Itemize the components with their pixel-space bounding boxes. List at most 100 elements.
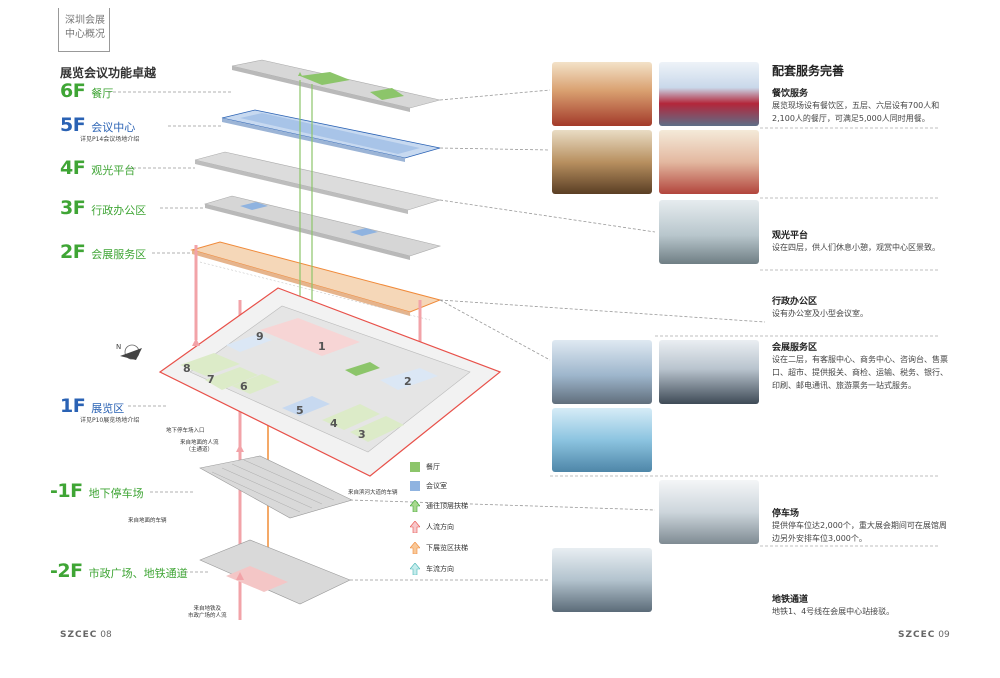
footer-left-brand: SZCEC: [60, 630, 98, 640]
legend-people-flow: 人流方向: [410, 521, 468, 533]
restaurant-swatch: [410, 462, 420, 472]
callout-binhe-vehicles: 来自滨河大道的车辆: [348, 490, 398, 496]
floor-3f-label: 行政办公区: [91, 204, 147, 217]
dining-hall-photo: [552, 62, 652, 126]
footer-left: SZCEC 08: [60, 630, 112, 640]
service-parking-title: 停车场: [772, 509, 800, 519]
floor-4f-num: 4F: [60, 157, 86, 179]
footer-left-page: 08: [100, 630, 112, 640]
service-admin-title: 行政办公区: [772, 297, 818, 307]
slab-6f: [231, 59, 441, 112]
footer-right-brand: SZCEC: [898, 630, 936, 640]
service-expo-text: 设在二层，有客服中心、商务中心、咨询台、售票口、超市、提供报关、商检、运输、税务…: [772, 355, 948, 390]
service-lobby-photo: [552, 340, 652, 404]
legend-vehicle-flow-label: 车流方向: [426, 565, 454, 573]
hall-numbers: 1 2 3 4 5 6 7 8 9: [183, 330, 412, 441]
callout-ground-vehicles: 来自地面的车辆: [128, 518, 167, 524]
floor-4f-label: 观光平台: [91, 164, 136, 177]
legend-meeting: 会议室: [410, 481, 468, 491]
callout-metro-people: 来自地铁及 市政广场的人流: [188, 606, 227, 620]
callout-ground-people-line1: 来自地面的人流: [180, 440, 219, 446]
floor-5f-label: 会议中心: [91, 121, 136, 134]
leader-lines: [108, 91, 232, 573]
service-expo: 会展服务区 设在二层，有客服中心、商务中心、咨询台、售票口、超市、提供报关、商检…: [772, 340, 952, 392]
service-metro-text: 地铁1、4号线在会展中心站接驳。: [772, 607, 895, 616]
floor-3f-num: 3F: [60, 197, 86, 219]
observation-deck-photo: [659, 200, 759, 264]
meeting-room-photo: [552, 130, 652, 194]
slab-b1: [199, 455, 353, 519]
service-dining: 餐饮服务 展览现场设有餐饮区，五层、六层设有700人和2,100人的餐厅，可满足…: [772, 86, 952, 125]
right-dividers: [550, 127, 940, 547]
green-arrow-icon: [410, 500, 420, 512]
floor-2f-label: 会展服务区: [91, 248, 147, 261]
right-leader-lines: [349, 89, 766, 581]
floor-b1-num: -1F: [50, 480, 83, 502]
floor-b2-label: 市政广场、地铁通道: [88, 567, 188, 580]
right-page-title: 配套服务完善: [772, 64, 845, 78]
corner-tag-line1: 深圳会展: [65, 15, 105, 26]
service-metro-title: 地铁通道: [772, 595, 809, 605]
pink-arrow-icon: [410, 521, 420, 533]
service-observation-title: 观光平台: [772, 231, 809, 241]
floor-6f-num: 6F: [60, 80, 86, 102]
service-expo-title: 会展服务区: [772, 343, 818, 353]
footer-right: SZCEC 09: [898, 630, 950, 640]
slab-1f: [158, 287, 502, 477]
callout-metro-people-line2: 市政广场的人流: [188, 613, 227, 619]
parking-photo: [659, 480, 759, 544]
floor-1f-sub: 详见P10展览场地介绍: [80, 417, 140, 424]
callout-parking-entry: 地下停车场入口: [166, 428, 205, 434]
metro-passage-photo: [552, 548, 652, 612]
svg-text:N: N: [116, 343, 121, 351]
service-metro: 地铁通道 地铁1、4号线在会展中心站接驳。: [772, 592, 952, 618]
floor-b1: -1F 地下停车场: [50, 480, 144, 502]
service-dining-title: 餐饮服务: [772, 89, 809, 99]
service-dining-text: 展览现场设有餐饮区，五层、六层设有700人和2,100人的餐厅，可满足5,000…: [772, 101, 940, 123]
callout-ground-people-line2: （主通道）: [185, 447, 214, 453]
floor-3f: 3F 行政办公区: [60, 197, 146, 219]
legend-vehicle-flow: 车流方向: [410, 563, 468, 575]
legend-top-escalator-label: 通往顶层扶梯: [426, 502, 468, 510]
corner-tag: 深圳会展 中心概况: [58, 8, 110, 52]
legend-restaurant: 餐厅: [410, 462, 468, 472]
hall-1-label: 1: [318, 340, 326, 353]
callout-metro-people-line1: 来自地铁及: [193, 606, 222, 612]
hall-8-label: 8: [183, 362, 191, 375]
banquet-hall-photo: [659, 130, 759, 194]
legend-top-escalator: 通往顶层扶梯: [410, 500, 468, 512]
slab-3f: [203, 195, 442, 260]
service-parking-text: 提供停车位达2,000个，重大展会期间可在展馆周边另外安排车位3,000个。: [772, 521, 947, 543]
hall-7-label: 7: [207, 373, 215, 386]
corner-tag-line2: 中心概况: [65, 29, 105, 40]
compass-icon: N: [116, 343, 142, 360]
footer-right-page: 09: [938, 630, 950, 640]
hall-4-label: 4: [330, 417, 338, 430]
hall-5-label: 5: [296, 404, 304, 417]
slab-b2: [199, 539, 351, 605]
legend-people-flow-label: 人流方向: [426, 523, 454, 531]
glass-hall-photo: [552, 408, 652, 472]
legend-down-escalator-label: 下展览区扶梯: [426, 544, 468, 552]
legend-restaurant-label: 餐厅: [426, 463, 440, 471]
legend: 餐厅 会议室 通往顶层扶梯 人流方向 下展览区扶梯 车流方向: [410, 462, 468, 575]
floor-5f-num: 5F: [60, 114, 86, 136]
callout-ground-people: 来自地面的人流 （主通道）: [180, 440, 219, 454]
floor-4f: 4F 观光平台: [60, 157, 135, 179]
floor-b1-label: 地下停车场: [88, 487, 144, 500]
hall-9-label: 9: [256, 330, 264, 343]
service-admin: 行政办公区 设有办公室及小型会议室。: [772, 294, 952, 320]
legend-down-escalator: 下展览区扶梯: [410, 542, 468, 554]
legend-meeting-label: 会议室: [426, 482, 447, 490]
orange-arrow-icon: [410, 542, 420, 554]
floor-1f-label: 展览区: [91, 402, 125, 415]
food-court-photo: [659, 62, 759, 126]
teal-arrow-icon: [410, 563, 420, 575]
service-observation-text: 设在四层，供人们休息小憩，观赏中心区景致。: [772, 243, 940, 252]
